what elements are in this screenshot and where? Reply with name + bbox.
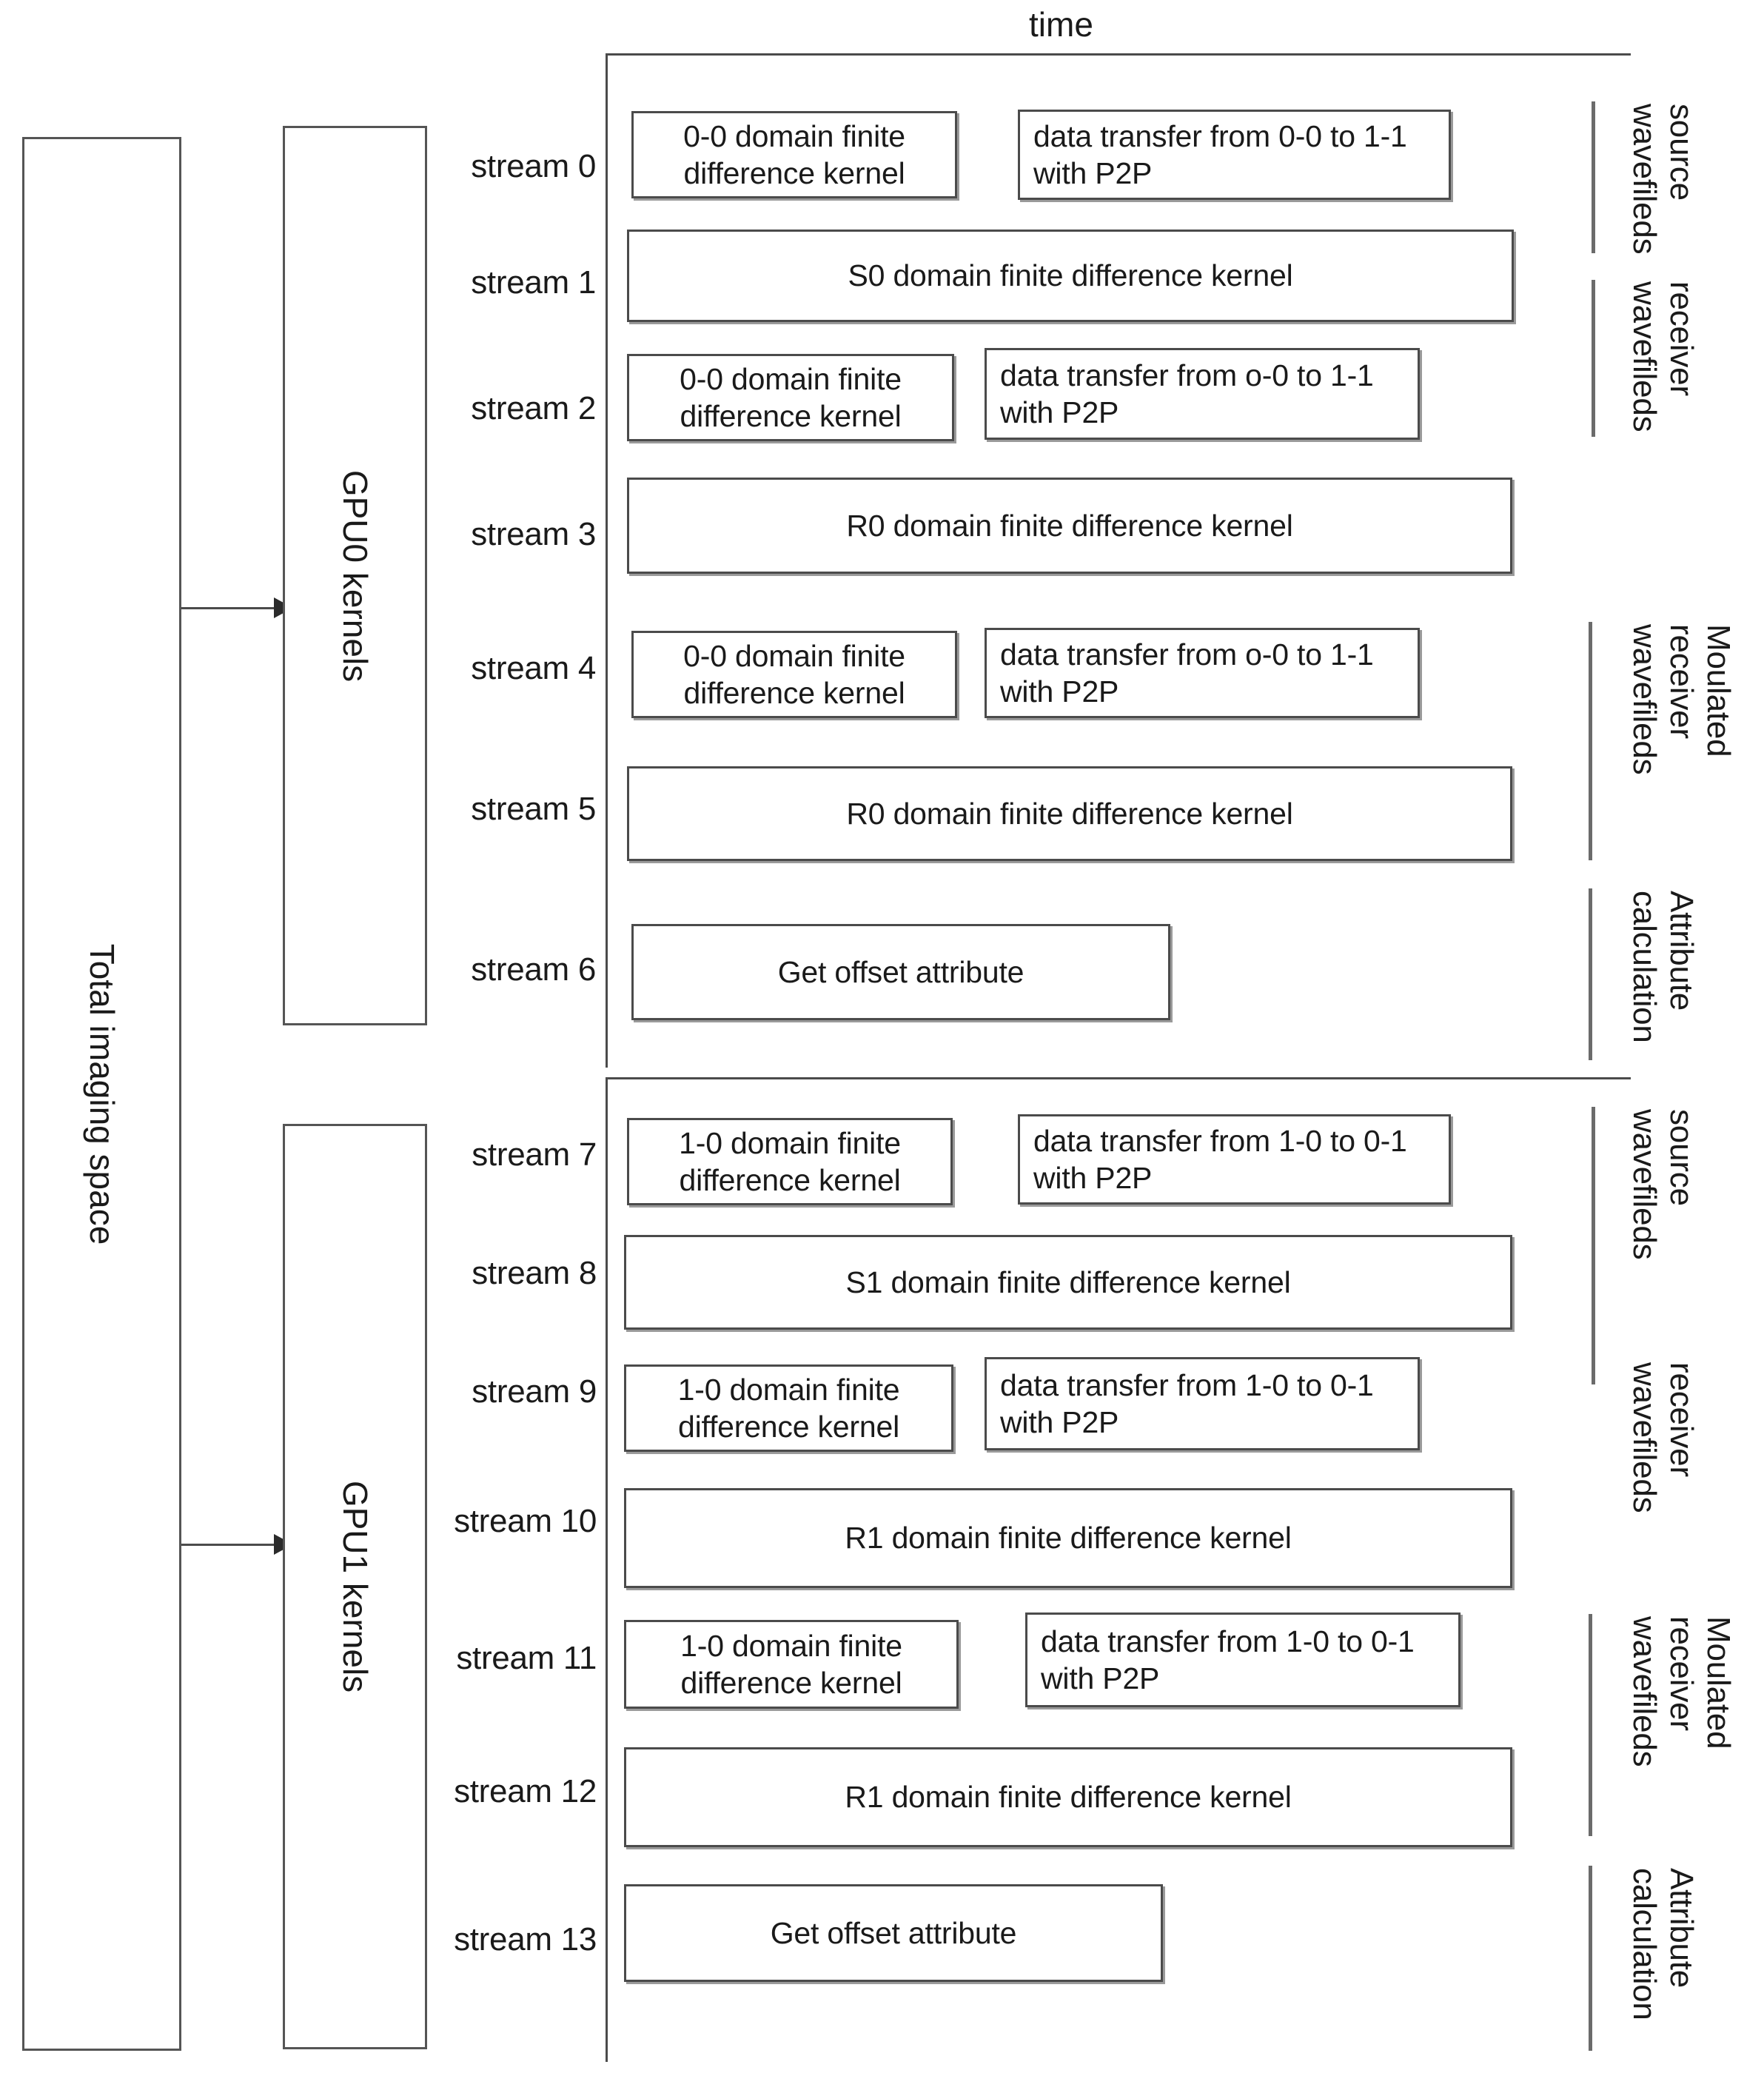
stream-label-9: stream 9 (472, 1373, 597, 1410)
time-axis-label: time (1029, 5, 1093, 44)
task-box-stream7-transfer[interactable]: data transfer from 1-0 to 0-1 with P2P (1018, 1114, 1451, 1205)
task-box-stream2-transfer[interactable]: data transfer from o-0 to 1-1 with P2P (985, 348, 1420, 440)
task-box-stream4-kernel[interactable]: 0-0 domain finite difference kernel (631, 631, 957, 718)
group-label-gpu0-source: source wavefileds (1626, 104, 1700, 255)
task-box-stream8-kernel[interactable]: S1 domain finite difference kernel (624, 1235, 1512, 1330)
task-box-stream9-kernel[interactable]: 1-0 domain finite difference kernel (624, 1364, 953, 1452)
gpu1-time-axis-top (606, 1077, 1631, 1079)
group-label-gpu1-receiver: receiver wavefileds (1626, 1362, 1700, 1513)
bracket-gpu0-receiver (1592, 280, 1595, 437)
task-box-stream0-transfer[interactable]: data transfer from 0-0 to 1-1 with P2P (1018, 110, 1451, 200)
task-box-stream9-transfer[interactable]: data transfer from 1-0 to 0-1 with P2P (985, 1357, 1420, 1450)
gpu1-kernels-label: GPU1 kernels (335, 1480, 375, 1693)
task-box-stream13-kernel[interactable]: Get offset attribute (624, 1884, 1163, 1982)
bracket-gpu0-modulated (1589, 622, 1592, 860)
stream-label-13: stream 13 (454, 1921, 597, 1958)
gpu1-kernels-box: GPU1 kernels (283, 1124, 427, 2049)
stream-label-4: stream 4 (471, 650, 596, 686)
stream-label-3: stream 3 (471, 516, 596, 552)
gpu0-kernels-box: GPU0 kernels (283, 126, 427, 1025)
task-box-stream11-transfer[interactable]: data transfer from 1-0 to 0-1 with P2P (1025, 1612, 1461, 1707)
bracket-gpu0-attribute (1589, 888, 1592, 1060)
bracket-gpu1-receiver-top (1592, 1210, 1595, 1384)
group-label-gpu0-receiver: receiver wavefileds (1626, 281, 1700, 432)
stream-label-6: stream 6 (471, 951, 596, 988)
gpu0-time-axis-top (606, 53, 1631, 56)
task-box-stream2-kernel[interactable]: 0-0 domain finite difference kernel (627, 354, 954, 441)
task-box-stream7-kernel[interactable]: 1-0 domain finite difference kernel (627, 1118, 953, 1205)
stream-label-7: stream 7 (472, 1136, 597, 1173)
task-box-stream0-kernel[interactable]: 0-0 domain finite difference kernel (631, 111, 957, 198)
total-imaging-space-label: Total imaging space (82, 943, 121, 1245)
group-label-gpu1-source: source wavefileds (1626, 1109, 1700, 1260)
stream-label-5: stream 5 (471, 791, 596, 827)
gpu0-kernels-label: GPU0 kernels (335, 469, 375, 682)
group-label-gpu0-attribute: Attribute calculation (1626, 891, 1700, 1043)
bracket-gpu1-modulated (1589, 1614, 1592, 1836)
task-box-stream6-kernel[interactable]: Get offset attribute (631, 924, 1170, 1020)
task-box-stream10-kernel[interactable]: R1 domain finite difference kernel (624, 1488, 1512, 1588)
bracket-gpu1-attribute (1589, 1866, 1592, 2051)
stream-label-2: stream 2 (471, 390, 596, 426)
bracket-gpu1-source (1592, 1107, 1595, 1266)
arrow-to-gpu0-line (181, 607, 278, 609)
group-label-gpu1-attribute: Attribute calculation (1626, 1868, 1700, 2020)
gpu1-time-axis-vertical (606, 1077, 608, 2062)
stream-label-11: stream 11 (456, 1640, 597, 1676)
group-label-gpu1-modulated: Moulated receiver wavefileds (1626, 1616, 1737, 1767)
stream-label-10: stream 10 (454, 1503, 597, 1539)
gpu0-time-axis-vertical (606, 53, 608, 1068)
arrow-to-gpu1-line (181, 1544, 278, 1546)
bracket-gpu0-source (1592, 101, 1595, 253)
task-box-stream1-kernel[interactable]: S0 domain finite difference kernel (627, 230, 1514, 322)
task-box-stream3-kernel[interactable]: R0 domain finite difference kernel (627, 478, 1512, 574)
task-box-stream4-transfer[interactable]: data transfer from o-0 to 1-1 with P2P (985, 628, 1420, 718)
stream-label-1: stream 1 (471, 264, 596, 301)
stream-label-12: stream 12 (454, 1773, 597, 1809)
task-box-stream12-kernel[interactable]: R1 domain finite difference kernel (624, 1747, 1512, 1847)
stream-label-8: stream 8 (472, 1255, 597, 1291)
task-box-stream11-kernel[interactable]: 1-0 domain finite difference kernel (624, 1620, 959, 1709)
task-box-stream5-kernel[interactable]: R0 domain finite difference kernel (627, 766, 1512, 861)
total-imaging-space-box: Total imaging space (22, 137, 181, 2051)
group-label-gpu0-modulated: Moulated receiver wavefileds (1626, 624, 1737, 775)
stream-label-0: stream 0 (471, 148, 596, 184)
